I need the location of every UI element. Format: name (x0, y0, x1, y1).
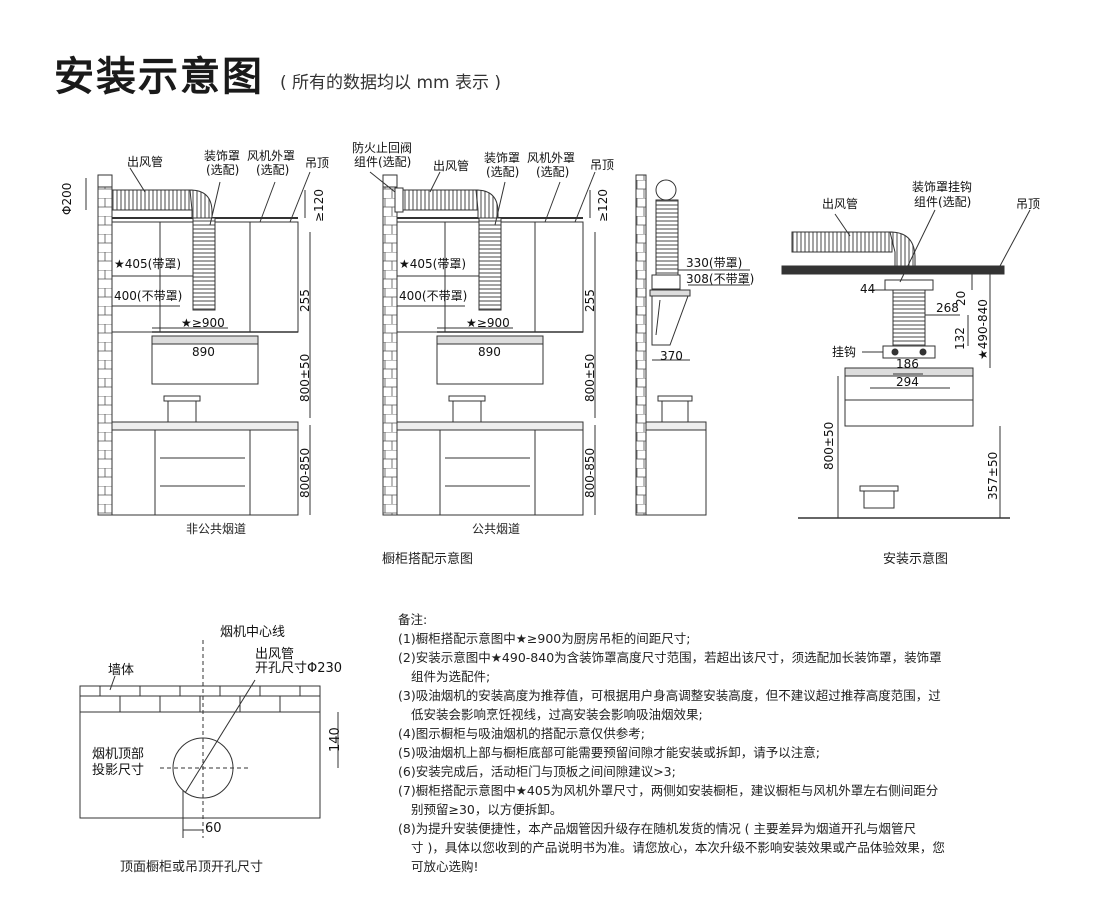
dim-800: 800±50 (298, 353, 312, 402)
note-8b: 寸 )，具体以您收到的产品说明书为准。请您放心，本次升级不影响安装效果或产品体验… (411, 840, 945, 855)
dim-140: 140 (328, 727, 343, 752)
label-center-line: 烟机中心线 (220, 625, 286, 640)
dim-gap120: ≥120 (312, 189, 326, 222)
dim-294: 294 (896, 375, 919, 389)
caption-top-view: 顶面橱柜或吊顶开孔尺寸 (120, 860, 264, 875)
label-wall: 墙体 (108, 663, 135, 678)
label-cover-2: 装饰罩 (484, 151, 521, 165)
dim-132: 132 (953, 327, 967, 350)
notes-heading: 备注: (398, 612, 428, 627)
dim-890-2: 890 (478, 345, 501, 359)
dim-370: 370 (660, 349, 683, 363)
label-fan: 风机外罩 (247, 149, 296, 163)
label-outlet-duct-2: 出风管 (433, 159, 470, 173)
label-valve: 防火止回阀 (352, 141, 413, 155)
label-ceiling-3: 吊顶 (1016, 197, 1041, 211)
dim-330: 330(带罩) (686, 256, 743, 270)
wall (97, 184, 113, 516)
label-cover-opt: (选配) (206, 163, 240, 177)
dim-357: 357±50 (986, 451, 1000, 500)
label-ceiling-2: 吊顶 (590, 158, 615, 172)
note-1: (1)橱柜搭配示意图中★≥900为厨房吊柜的间距尺寸; (398, 631, 691, 646)
label-outlet-duct-4: 出风管 (255, 647, 295, 662)
note-6: (6)安装完成后，活动柜门与顶板之间间隙建议>3; (398, 764, 676, 779)
caption-cabinet-group: 橱柜搭配示意图 (382, 552, 474, 567)
label-fan-opt: (选配) (256, 163, 290, 177)
install-diagram (781, 209, 1031, 519)
dim-gap120-2: ≥120 (596, 189, 610, 222)
caption-public-flue: 公共烟道 (472, 522, 521, 536)
dim-186: 186 (896, 357, 919, 371)
dim-405: ★405(带罩) (114, 257, 182, 271)
ceiling-board (781, 265, 1005, 275)
dim-255-2: 255 (583, 289, 597, 312)
note-2a: (2)安装示意图中★490-840为含装饰罩高度尺寸范围，若超出该尺寸，须选配加… (398, 650, 942, 665)
label-hook-group: 装饰罩挂钩 (912, 180, 973, 194)
dim-490-840: ★490-840 (976, 299, 990, 360)
cabinet-diagram-public-flue (369, 171, 596, 516)
dim-268: 268 (936, 301, 959, 315)
label-valve-opt: 组件(选配) (354, 155, 412, 169)
note-8a: (8)为提升安装便捷性，本产品烟管因升级存在随机发货的情况 ( 主要差异为烟道开… (398, 821, 917, 836)
note-2b: 组件为选配件; (411, 669, 491, 684)
caption-install: 安装示意图 (883, 552, 949, 567)
note-3b: 低安装会影响烹饪视线，过高安装会影响吸油烟效果; (411, 707, 703, 722)
range-hood (151, 343, 259, 385)
label-hook: 挂钩 (832, 345, 857, 359)
label-outlet-duct: 出风管 (127, 155, 164, 169)
note-4: (4)图示橱柜与吸油烟机的搭配示意仅供参考; (398, 726, 645, 741)
dim-850: 800-850 (298, 447, 312, 498)
dim-255: 255 (298, 289, 312, 312)
label-cover: 装饰罩 (204, 149, 241, 163)
label-projection-1: 烟机顶部 (92, 747, 145, 762)
top-view-diagram (79, 640, 339, 838)
note-7b: 别预留≥30，以方便拆卸。 (411, 802, 563, 817)
note-5: (5)吸油烟机上部与橱柜底部可能需要预留间隙才能安装或拆卸，请予以注意; (398, 745, 820, 760)
dim-60: 60 (205, 821, 222, 836)
note-8c: 可放心选购! (411, 859, 479, 874)
dim-400-2: 400(不带罩) (399, 289, 468, 303)
label-projection-2: 投影尺寸 (92, 763, 145, 778)
label-cover-opt-2: (选配) (486, 165, 520, 179)
note-7a: (7)橱柜搭配示意图中★405为风机外罩尺寸，两侧如安装橱柜，建议橱柜与风机外罩… (398, 783, 939, 798)
caption-private-flue: 非公共烟道 (186, 522, 247, 536)
label-outlet-duct-3: 出风管 (822, 197, 859, 211)
dim-850-2: 800-850 (583, 447, 597, 498)
note-3a: (3)吸油烟机的安装高度为推荐值，可根据用户身高调整安装高度，但不建议超过推荐高… (398, 688, 941, 703)
outlet-duct (111, 189, 193, 211)
notes-section: 备注: (1)橱柜搭配示意图中★≥900为厨房吊柜的间距尺寸; (2)安装示意图… (398, 610, 1038, 876)
dim-44: 44 (860, 282, 876, 296)
dim-800-2: 800±50 (583, 353, 597, 402)
dim-890: 890 (192, 345, 215, 359)
label-hole-size: 开孔尺寸Φ230 (255, 661, 343, 676)
dim-800-inst: 800±50 (822, 421, 836, 470)
label-ceiling: 吊顶 (305, 156, 330, 170)
cabinet-diagram-private-flue (85, 167, 311, 516)
page-subtitle: ( 所有的数据均以 mm 表示 ) (280, 73, 501, 93)
dim-405-2: ★405(带罩) (399, 257, 467, 271)
label-fan-opt-2: (选配) (536, 165, 570, 179)
label-fan-2: 风机外罩 (527, 151, 576, 165)
dim-900-2: ★≥900 (466, 316, 510, 330)
label-hook-group-opt: 组件(选配) (914, 195, 972, 209)
dim-400: 400(不带罩) (114, 289, 183, 303)
page-title: 安装示意图 (54, 54, 264, 100)
side-view-diagram (635, 174, 750, 516)
dim-900: ★≥900 (181, 316, 225, 330)
dim-308: 308(不带罩) (686, 272, 755, 286)
dim-phi200: Φ200 (60, 182, 74, 215)
